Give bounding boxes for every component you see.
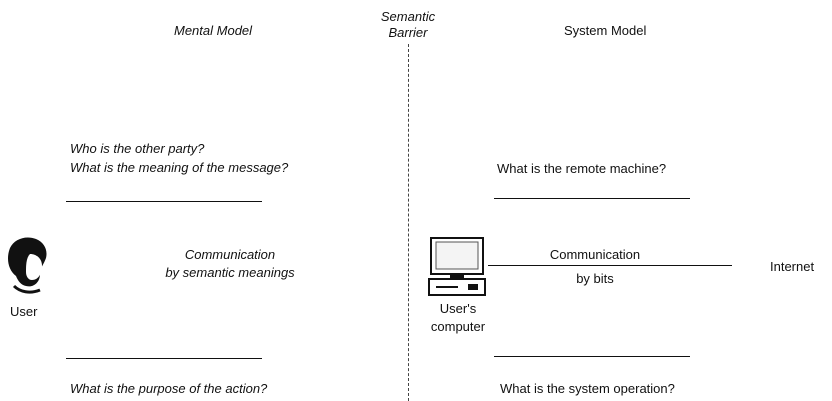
semantic-barrier-header-line1: Semantic xyxy=(380,9,436,24)
right-question-remote-machine: What is the remote machine? xyxy=(497,161,667,176)
mental-model-header: Mental Model xyxy=(174,23,253,38)
user-label: User xyxy=(10,304,38,319)
left-question-other-party: Who is the other party? xyxy=(70,141,205,156)
system-model-header: System Model xyxy=(564,23,647,38)
left-question-purpose: What is the purpose of the action? xyxy=(70,381,268,396)
computer-label-line2: computer xyxy=(430,319,486,334)
computer-label-line1: User's xyxy=(439,301,477,316)
left-communication-line2: by semantic meanings xyxy=(165,265,295,280)
right-upper-divider xyxy=(494,198,690,199)
left-communication-line1: Communication xyxy=(184,247,276,262)
semantic-barrier-header-line2: Barrier xyxy=(388,25,428,40)
right-communication-line1: Communication xyxy=(549,247,641,262)
internet-label: Internet xyxy=(770,259,815,274)
user-head-icon xyxy=(8,237,47,294)
semantic-barrier-line xyxy=(408,44,409,401)
communication-link-line xyxy=(488,265,732,266)
left-upper-divider xyxy=(66,201,262,202)
left-lower-divider xyxy=(66,358,262,359)
left-question-message-meaning: What is the meaning of the message? xyxy=(70,160,289,175)
right-question-system-operation: What is the system operation? xyxy=(500,381,675,396)
desktop-computer-icon xyxy=(428,237,486,296)
right-lower-divider xyxy=(494,356,690,357)
right-communication-line2: by bits xyxy=(576,271,614,286)
